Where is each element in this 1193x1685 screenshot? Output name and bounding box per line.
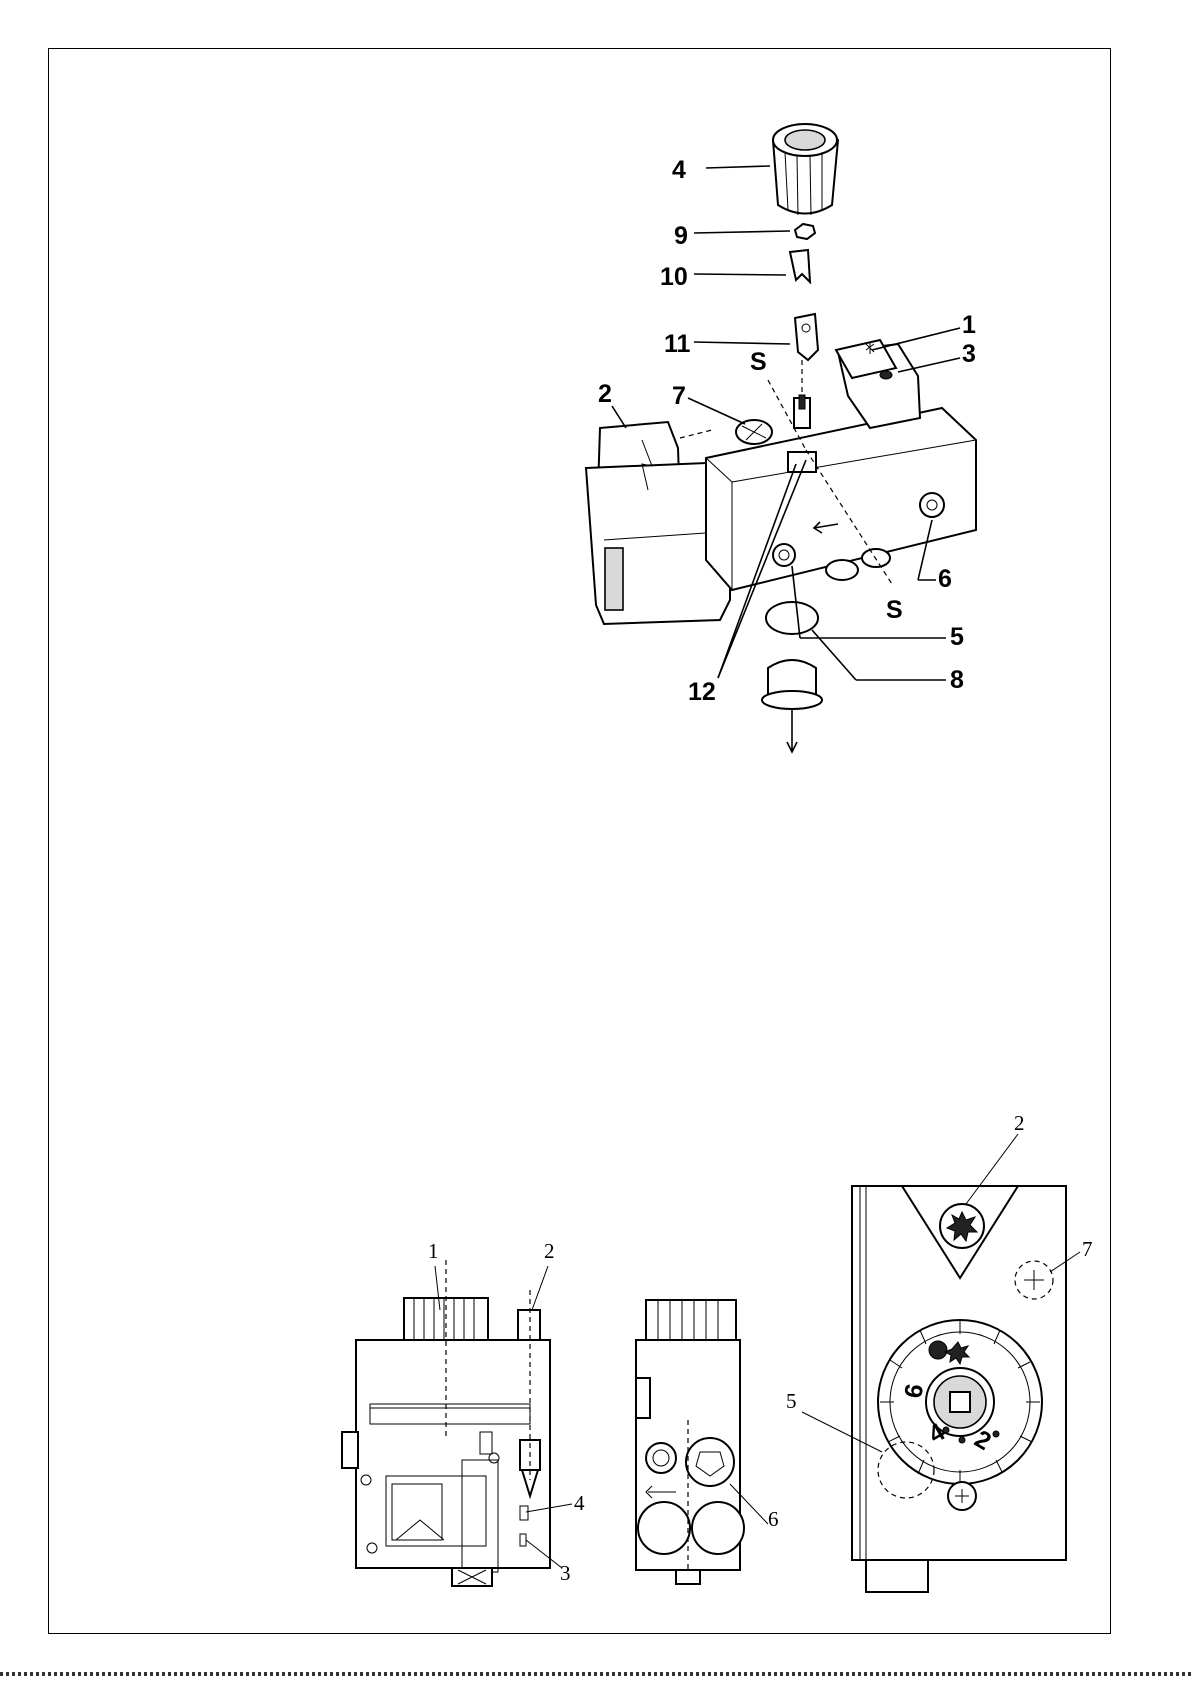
front-callout-5: 5 <box>786 1389 797 1413</box>
front-callout-2: 2 <box>1014 1111 1025 1135</box>
callout-7: 7 <box>672 382 686 410</box>
callout-8: 8 <box>950 666 964 694</box>
callout-10: 10 <box>660 263 688 291</box>
callout-5: 5 <box>950 623 964 651</box>
front-view-drawing: 6 4 2 2 7 5 <box>786 1111 1093 1592</box>
callout-s-top: S <box>750 348 767 376</box>
side-callout-4: 4 <box>574 1491 585 1515</box>
callout-3: 3 <box>962 340 976 368</box>
callout-2: 2 <box>598 380 612 408</box>
front-callout-7: 7 <box>1082 1237 1093 1261</box>
callout-6: 6 <box>938 565 952 593</box>
side-callout-2: 2 <box>544 1239 555 1263</box>
callout-9: 9 <box>674 222 688 250</box>
side-view-drawing: 1 2 4 3 <box>342 1239 585 1586</box>
scan-edge-strip <box>0 1672 1193 1676</box>
spring-clip <box>790 250 810 282</box>
bracket-piece <box>795 314 818 360</box>
callout-s-bottom: S <box>886 596 903 624</box>
end-view-drawing: 6 <box>636 1300 779 1584</box>
exploded-view-gas-valve: 4 9 10 11 1 3 2 7 S 6 S 5 8 12 <box>586 124 976 752</box>
hex-nut <box>795 224 815 239</box>
control-knob <box>773 124 838 215</box>
side-callout-1: 1 <box>428 1239 439 1263</box>
callout-11: 11 <box>664 330 691 358</box>
outlet-cap <box>762 660 822 752</box>
callout-12: 12 <box>688 678 716 706</box>
valve-body <box>586 340 976 634</box>
callout-4: 4 <box>672 156 686 184</box>
end-callout-6: 6 <box>768 1507 779 1531</box>
side-callout-3: 3 <box>560 1561 571 1585</box>
callout-1: 1 <box>962 311 976 339</box>
